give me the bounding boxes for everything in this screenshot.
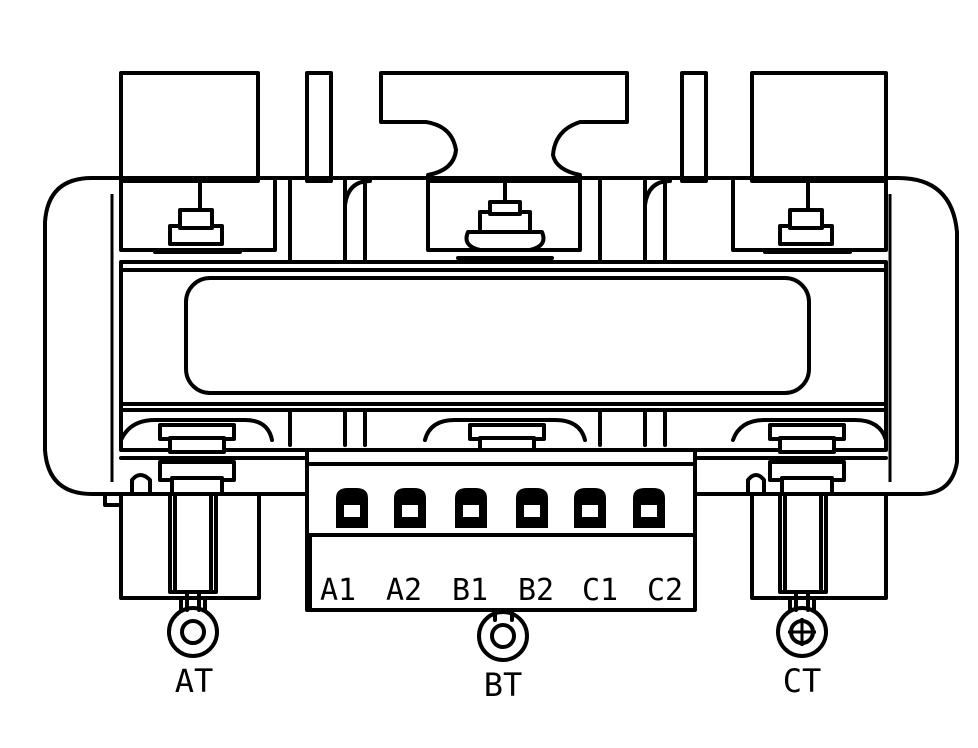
terminal-label-a1: A1 xyxy=(320,573,356,608)
terminal-label-c2: C2 xyxy=(647,573,683,608)
terminal-labels: A1 A2 B1 B2 C1 C2 xyxy=(320,573,683,608)
top-nut-c xyxy=(763,208,852,254)
ring-terminal-b xyxy=(477,608,529,662)
terminal-screw-a1 xyxy=(336,488,368,528)
terminal-label-b2: B2 xyxy=(518,573,554,608)
ring-terminal-c xyxy=(776,598,828,658)
terminal-label-a2: A2 xyxy=(386,573,422,608)
terminal-block xyxy=(305,448,697,612)
bottom-leg-a xyxy=(119,423,261,612)
ct-label-b: BT xyxy=(484,666,523,704)
terminal-screw-c2 xyxy=(633,488,665,528)
bottom-leg-c xyxy=(750,423,888,612)
terminal-screws xyxy=(336,488,665,528)
ring-terminal-a xyxy=(167,598,219,658)
ct-label-a: AT xyxy=(175,662,214,700)
terminal-screw-b1 xyxy=(455,488,487,528)
ct-label-c: CT xyxy=(783,662,822,700)
terminal-label-b1: B1 xyxy=(452,573,488,608)
bottom-leg-b xyxy=(468,423,546,454)
top-nut-b xyxy=(456,200,554,260)
terminal-screw-c1 xyxy=(574,488,606,528)
terminal-label-c1: C1 xyxy=(582,573,618,608)
top-nut-a xyxy=(153,208,242,254)
terminal-screw-b2 xyxy=(516,488,548,528)
terminal-screw-a2 xyxy=(394,488,426,528)
upper-coil-blocks xyxy=(119,71,888,183)
